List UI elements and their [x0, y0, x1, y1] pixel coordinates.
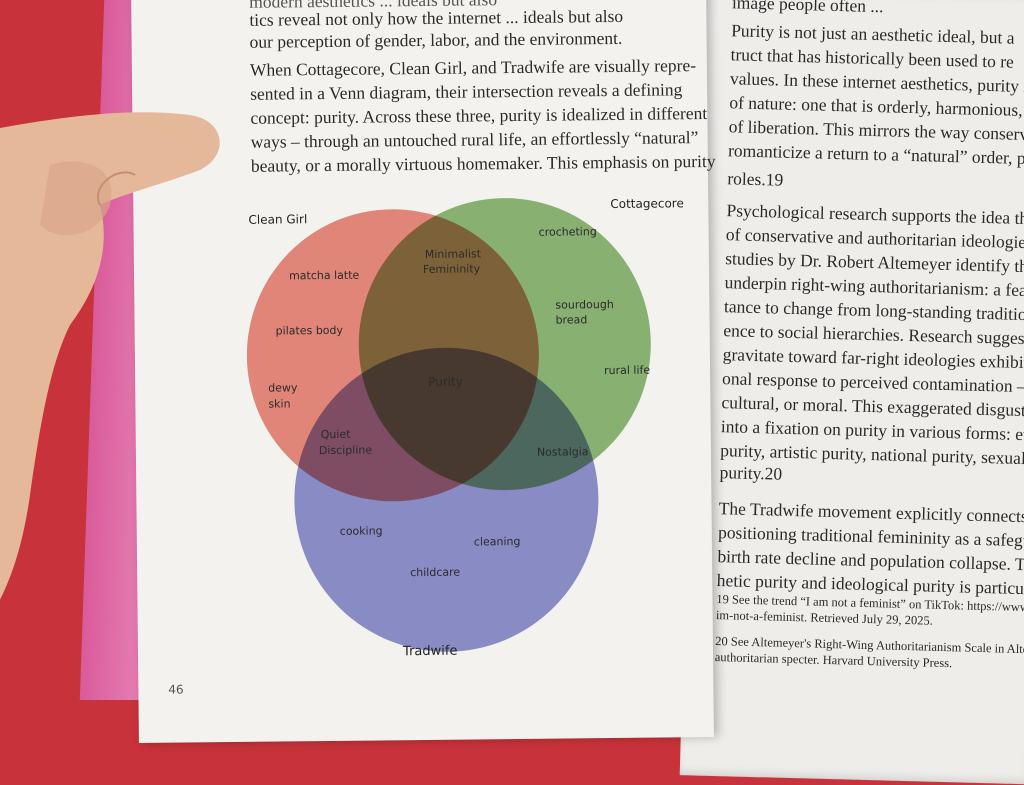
venn-item: dewy	[268, 381, 298, 394]
venn-item: sourdough	[555, 298, 614, 312]
venn-center-label: Purity	[428, 375, 463, 389]
venn-item: Minimalist	[425, 247, 482, 261]
venn-item: matcha latte	[289, 269, 360, 283]
text-line: image people often ...	[731, 0, 884, 17]
venn-item: Discipline	[319, 444, 373, 458]
venn-item: Femininity	[423, 262, 481, 276]
text-line: purity.20	[719, 462, 783, 484]
venn-item: cleaning	[474, 535, 521, 548]
venn-item: rural life	[604, 364, 650, 377]
venn-item: cooking	[340, 524, 383, 537]
venn-item: Nostalgia	[537, 445, 589, 459]
venn-item: pilates body	[276, 324, 344, 338]
venn-item: Quiet	[321, 428, 352, 441]
hand-holding-book	[0, 112, 220, 600]
text-line: tics reveal not only how the internet ..…	[249, 5, 624, 30]
text-line: ways – through an untouched rural life, …	[250, 127, 699, 152]
text-line: concept: purity. Across these three, pur…	[250, 103, 708, 128]
set-label-clean-girl: Clean Girl	[248, 212, 307, 227]
venn-item: childcare	[410, 566, 460, 580]
text-line: beauty, or a morally virtuous homemaker.…	[250, 150, 716, 176]
text-line: When Cottagecore, Clean Girl, and Tradwi…	[249, 55, 697, 80]
venn-item: bread	[555, 313, 587, 326]
text-line: sented in a Venn diagram, their intersec…	[250, 79, 683, 104]
page-number: 46	[168, 682, 184, 697]
left-page: modern aesthetics ... ideals but also ti…	[131, 0, 716, 743]
text-line: roles.19	[727, 168, 784, 190]
venn-item: crocheting	[539, 225, 597, 239]
right-page: image people often ...Purity is not just…	[679, 0, 1024, 785]
set-label-cottagecore: Cottagecore	[610, 196, 684, 211]
text-line: our perception of gender, labor, and the…	[249, 27, 623, 52]
set-label-tradwife: Tradwife	[402, 644, 458, 660]
tradwife-circle	[294, 347, 599, 652]
venn-item: skin	[268, 397, 290, 410]
text-line: romanticize a return to a “natural” orde…	[727, 140, 1024, 169]
venn-diagram: Clean Girl Cottagecore Tradwife matcha l…	[246, 196, 684, 660]
